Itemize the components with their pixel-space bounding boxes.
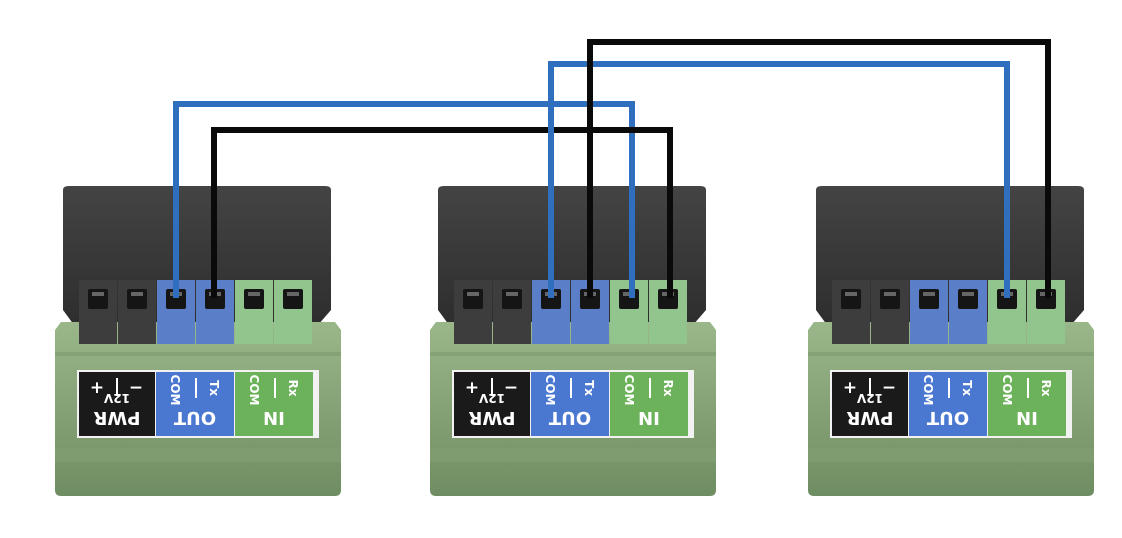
out-title: OUT [173,407,216,428]
out-tx: Tx [582,380,596,396]
out-com: COM [168,375,182,406]
wire-black-m2-m3 [587,39,1051,298]
pwr-minus: − [129,378,143,398]
pwr-plus: + [843,378,857,398]
out-com: COM [543,375,557,406]
in-com: COM [247,375,261,406]
pwr-voltage: 12V [478,391,505,405]
wire-blue-m1-m2 [173,101,635,298]
out-tx: Tx [960,380,974,396]
module-1: PWR 12V + − OUT COM Tx IN COM Rx [55,186,341,496]
module-3: PWR 12V + − OUT COM Tx IN COM Rx [808,186,1094,496]
out-com: COM [921,375,935,406]
in-rx: Rx [1039,380,1053,397]
pwr-title: PWR [846,407,893,428]
in-com: COM [622,375,636,406]
in-com: COM [1000,375,1014,406]
out-title: OUT [548,407,591,428]
pwr-plus: + [465,378,479,398]
out-tx: Tx [207,380,221,396]
pwr-title: PWR [468,407,515,428]
pwr-minus: − [504,378,518,398]
wire-blue-m2-m3 [548,61,1010,298]
module-2: PWR 12V + − OUT COM Tx IN COM Rx [430,186,716,496]
out-title: OUT [926,407,969,428]
in-title: IN [1016,407,1038,428]
in-title: IN [638,407,660,428]
in-rx: Rx [286,380,300,397]
pwr-minus: − [882,378,896,398]
pwr-voltage: 12V [103,391,130,405]
in-rx: Rx [661,380,675,397]
pwr-voltage: 12V [856,391,883,405]
in-title: IN [263,407,285,428]
pwr-plus: + [90,378,104,398]
wire-black-m1-m2 [211,127,673,298]
pwr-title: PWR [93,407,140,428]
